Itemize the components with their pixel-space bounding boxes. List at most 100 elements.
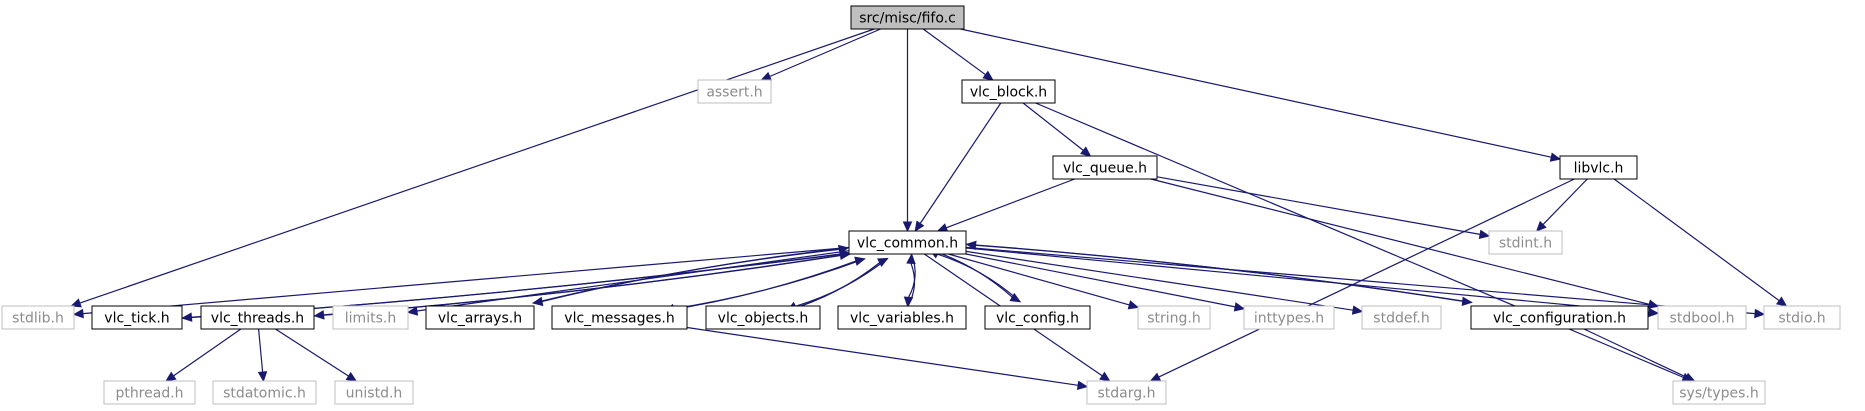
node-label: stdlib.h: [12, 311, 64, 327]
node-box: [1, 305, 75, 330]
node-box: [103, 380, 196, 405]
arrowhead-vlc_messages-to-stdarg: [1076, 380, 1089, 390]
arrowhead-libvlc-to-stdarg: [1149, 372, 1162, 382]
node-label: sys/types.h: [1679, 386, 1758, 402]
node-box: [1657, 305, 1747, 330]
node-vlc-threads[interactable]: vlc_threads.h: [200, 305, 315, 330]
node-box: [1137, 305, 1211, 330]
edge-libvlc-to-stdarg: [1158, 178, 1575, 378]
edge-fifo-to-stdlib: [79, 28, 875, 304]
node-box: [425, 305, 535, 330]
node-box: [551, 305, 688, 330]
node-stdatomic: stdatomic.h: [212, 380, 317, 405]
node-vlc-block[interactable]: vlc_block.h: [961, 79, 1056, 104]
arrowhead-vlc_block-to-vlc_common: [914, 220, 925, 233]
node-vlc-variables[interactable]: vlc_variables.h: [837, 305, 967, 330]
arrowhead-vlc_variables-to-vlc_common: [906, 253, 916, 265]
arrowhead-vlc_objects-to-vlc_common: [877, 257, 889, 268]
node-box: [1470, 305, 1649, 330]
node-string: string.h: [1137, 305, 1211, 330]
node-label: vlc_config.h: [996, 311, 1079, 327]
arrowhead-vlc_threads-to-pthread: [165, 371, 177, 382]
arrowhead-vlc_threads-to-stdatomic: [257, 371, 268, 383]
node-label: libvlc.h: [1574, 161, 1624, 177]
edge-vlc_block-to-vlc_common: [919, 102, 1002, 224]
node-box: [848, 230, 967, 255]
arrowhead-fifo-to-libvlc: [1549, 152, 1562, 162]
node-box: [91, 305, 183, 330]
arrowhead-vlc_threads-to-unistd: [345, 371, 358, 382]
node-label: stdatomic.h: [223, 386, 306, 402]
node-label: stdarg.h: [1098, 386, 1156, 402]
node-vlc-config[interactable]: vlc_config.h: [984, 305, 1091, 330]
edge-layer: [70, 28, 1788, 390]
edge-vlc_block-to-systypes: [1035, 102, 1684, 379]
node-box: [1086, 380, 1167, 405]
edge-vlc_common-to-vlc_arrays: [541, 247, 849, 303]
node-unistd: unistd.h: [334, 380, 414, 405]
arrowhead-vlc_common-to-string: [1127, 300, 1140, 310]
arrowhead-fifo-to-assert: [760, 71, 772, 81]
edge-vlc_common-to-inttypes: [965, 253, 1236, 308]
arrowhead-vlc_common-to-stddef: [1351, 305, 1364, 315]
arrowhead-vlc_queue-to-stdint: [1478, 229, 1491, 239]
edge-fifo-to-assert: [769, 28, 881, 78]
edge-vlc_configuration-to-vlc_common: [975, 244, 1472, 303]
node-fifo: src/misc/fifo.c: [850, 5, 965, 30]
node-box: [697, 79, 772, 104]
node-limits: limits.h: [332, 305, 409, 330]
node-box: [212, 380, 317, 405]
node-box: [1672, 380, 1766, 405]
node-box: [1559, 155, 1638, 180]
edge-vlc_queue-to-stdint: [1156, 176, 1481, 235]
node-box: [850, 5, 965, 30]
edge-vlc_config-to-vlc_common: [937, 253, 1021, 303]
node-box: [1052, 155, 1158, 180]
edge-vlc_common-to-string: [948, 253, 1130, 306]
edge-vlc_threads-to-unistd: [275, 328, 349, 377]
node-box: [200, 305, 315, 330]
arrowhead-vlc_common-to-stdlib: [72, 308, 84, 319]
arrowhead-fifo-to-vlc_common: [902, 221, 913, 233]
node-inttypes: inttypes.h: [1243, 305, 1335, 330]
arrowhead-vlc_threads-to-vlc_common: [839, 250, 851, 261]
edge-vlc_block-to-vlc_queue: [1022, 102, 1084, 151]
node-vlc-messages[interactable]: vlc_messages.h: [551, 305, 688, 330]
node-vlc-objects[interactable]: vlc_objects.h: [705, 305, 821, 330]
arrowhead-libvlc-to-stdio: [1775, 296, 1788, 307]
edge-vlc_threads-to-stdatomic: [258, 328, 264, 373]
edge-vlc_arrays-to-vlc_common: [532, 248, 840, 304]
edge-vlc_messages-to-vlc_common: [664, 260, 857, 312]
arrowhead-vlc_common-to-stdio: [1754, 308, 1766, 319]
node-label: limits.h: [345, 311, 396, 327]
node-stdint: stdint.h: [1488, 230, 1563, 255]
node-vlc-common[interactable]: vlc_common.h: [848, 230, 967, 255]
node-label: stdint.h: [1499, 236, 1552, 252]
arrowhead-vlc_arrays-to-vlc_common: [837, 244, 850, 255]
node-box: [332, 305, 409, 330]
edge-libvlc-to-stdio: [1613, 178, 1780, 302]
node-label: stdbool.h: [1670, 311, 1735, 327]
node-label: vlc_variables.h: [850, 311, 954, 327]
node-vlc-queue[interactable]: vlc_queue.h: [1052, 155, 1158, 180]
arrowhead-vlc_common-to-stdbool: [1648, 307, 1660, 318]
arrowhead-vlc_configuration-to-vlc_common: [965, 240, 977, 251]
edge-vlc_common-to-stdlib: [82, 246, 850, 315]
edge-vlc_queue-to-stdbool: [1150, 178, 1650, 305]
node-label: vlc_threads.h: [211, 311, 304, 327]
arrowhead-vlc_block-to-vlc_queue: [1080, 146, 1092, 157]
node-vlc-arrays[interactable]: vlc_arrays.h: [425, 305, 535, 330]
node-vlc-tick[interactable]: vlc_tick.h: [91, 305, 183, 330]
node-label: vlc_messages.h: [564, 311, 674, 327]
edge-vlc_common-to-vlc_objects: [795, 257, 888, 307]
node-box: [984, 305, 1091, 330]
node-libvlc[interactable]: libvlc.h: [1559, 155, 1638, 180]
arrowhead-vlc_messages-to-vlc_common: [854, 256, 866, 266]
node-label: vlc_arrays.h: [438, 311, 522, 327]
node-label: vlc_queue.h: [1063, 161, 1147, 177]
arrowhead-vlc_common-to-limits: [406, 306, 419, 316]
node-label: stdio.h: [1778, 311, 1825, 327]
node-stddef: stddef.h: [1361, 305, 1442, 330]
node-vlc-configuration[interactable]: vlc_configuration.h: [1470, 305, 1649, 330]
node-stdlib: stdlib.h: [1, 305, 75, 330]
